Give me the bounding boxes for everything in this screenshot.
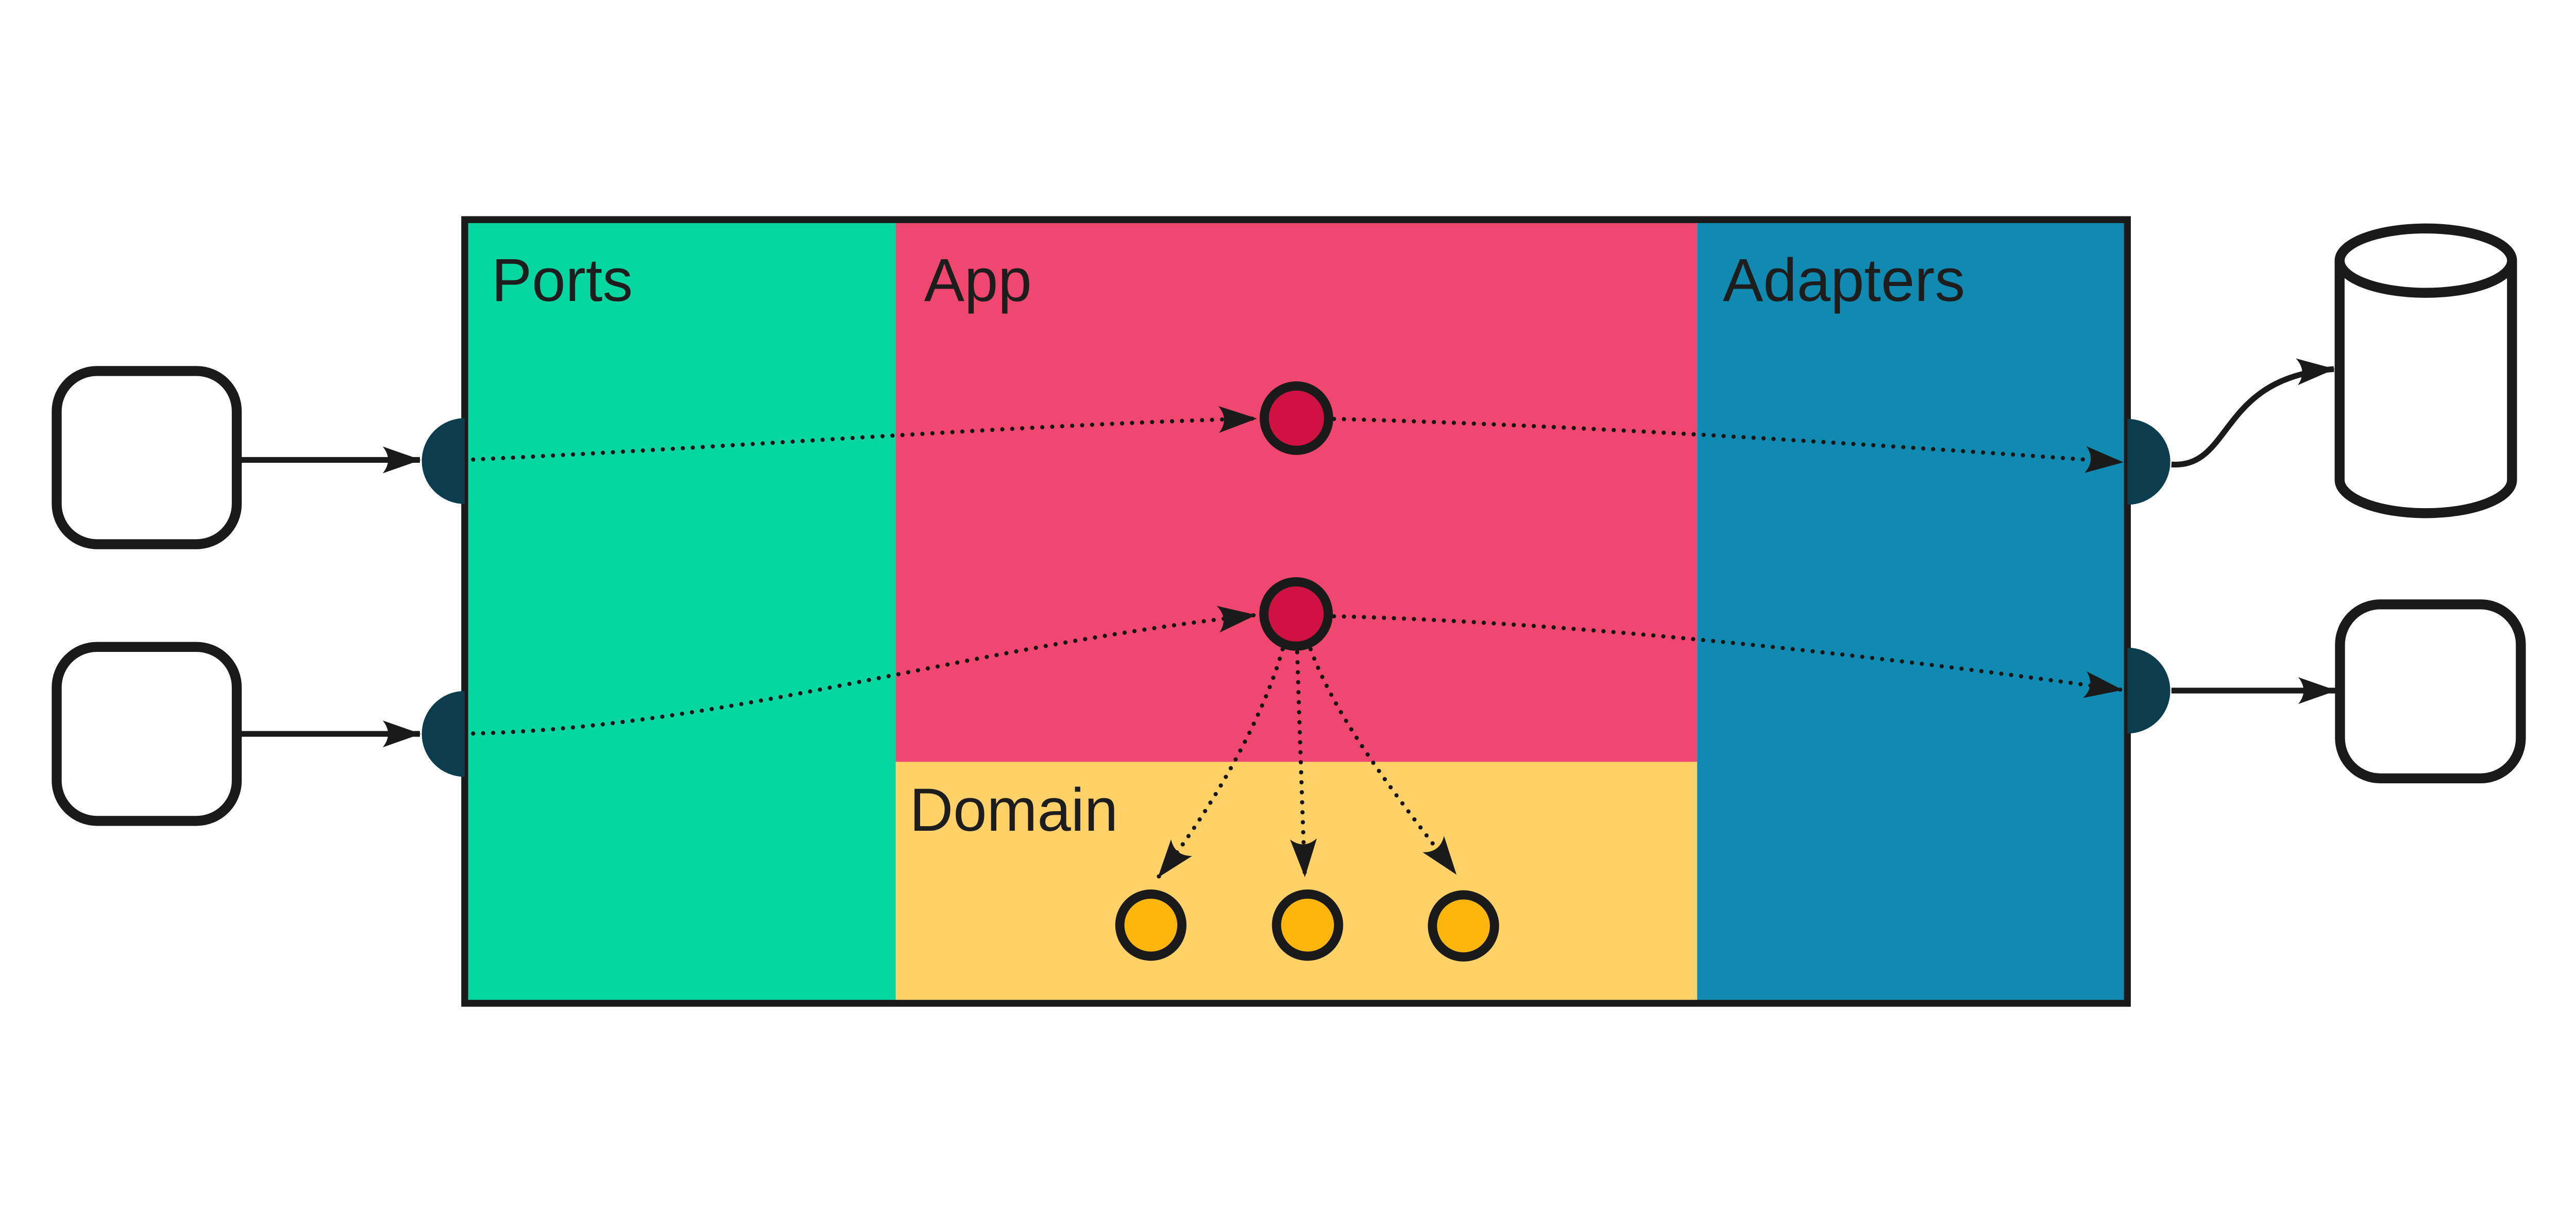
port-right-1	[2127, 418, 2171, 505]
flow2-port-to-app-dotted	[471, 606, 1258, 736]
port-right-2	[2127, 647, 2171, 734]
port-left-1	[421, 418, 465, 504]
app-node-2	[1259, 577, 1333, 651]
app-to-domain-dotted-2	[1290, 650, 1317, 879]
adapters-label: Adapters	[1723, 246, 1965, 314]
ports-label: Ports	[492, 246, 633, 314]
app-node-1	[1259, 381, 1333, 455]
domain-node-2	[1272, 889, 1344, 961]
database-cylinder-top	[2334, 223, 2517, 298]
app-label: App	[924, 246, 1032, 314]
database-cylinder-icon	[2334, 223, 2517, 518]
domain-node-1	[1115, 889, 1187, 961]
app-to-domain-dotted-3	[1308, 647, 1458, 876]
ports-section	[464, 220, 896, 1003]
flow2-app-to-adapter-dotted	[1332, 614, 2124, 698]
port-left-2	[421, 691, 465, 777]
domain-node-3	[1428, 890, 1499, 962]
external-system-box	[2335, 599, 2526, 784]
adapters-section	[1697, 220, 2128, 1003]
app-to-domain-dotted-1	[1156, 647, 1285, 879]
domain-label: Domain	[909, 776, 1118, 844]
architecture-box-border	[461, 216, 2131, 1007]
adapter-to-database-arrow	[2171, 358, 2335, 467]
database-cylinder-body	[2334, 260, 2517, 518]
domain-section	[895, 762, 1698, 1003]
external-client-box-2	[52, 642, 242, 826]
external-client-box-1	[52, 366, 242, 549]
flow1-app-to-adapter-dotted	[1332, 416, 2125, 473]
flow1-port-to-app-dotted	[471, 406, 1258, 462]
